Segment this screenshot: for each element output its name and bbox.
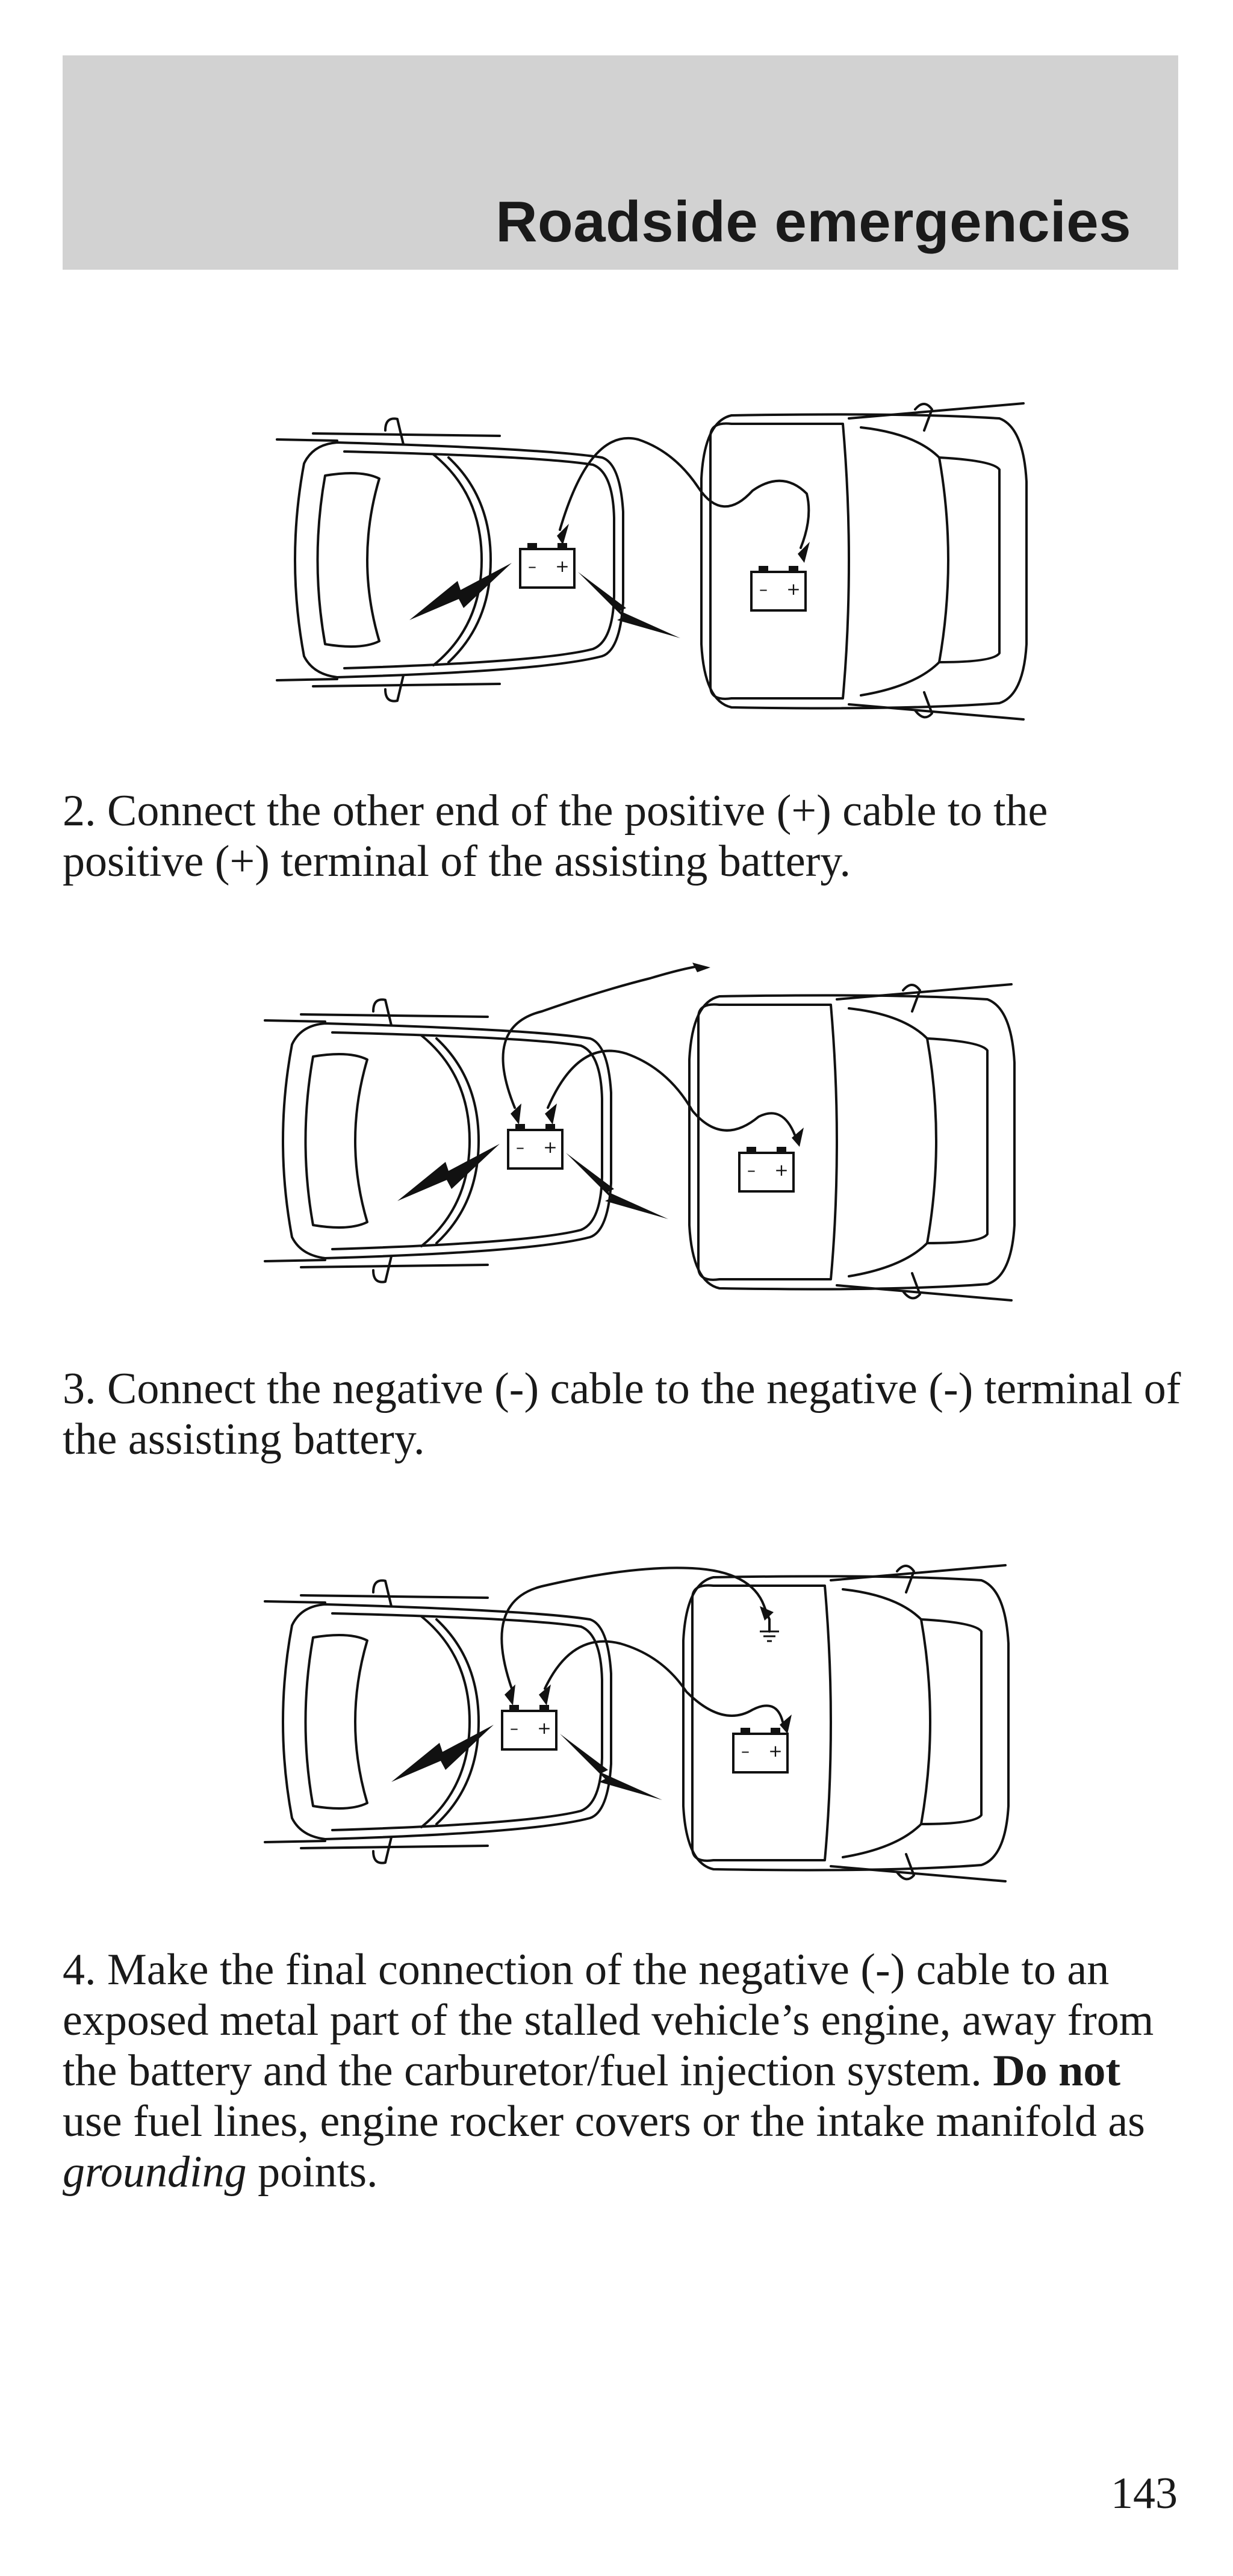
assisting-battery-icon: – +: [732, 1728, 789, 1774]
svg-text:+: +: [543, 1137, 557, 1157]
two-cars-jump-start-negative-cable-icon: – + – +: [264, 963, 1016, 1302]
lightning-bolt-icon: [409, 563, 512, 620]
page-number: 143: [1111, 2469, 1178, 2518]
svg-text:+: +: [537, 1718, 551, 1738]
cable-clamp-icon: [692, 963, 710, 972]
svg-text:+: +: [768, 1741, 782, 1761]
assisting-battery-icon: – +: [750, 566, 807, 612]
two-cars-jump-start-ground-connection-icon: – + – +: [264, 1564, 1010, 1882]
lightning-bolt-icon: [578, 572, 680, 638]
cable-clamp-icon: [760, 1606, 774, 1621]
step-4-warning-emphasis: Do not: [993, 2046, 1120, 2096]
assisting-car-icon: [688, 983, 1016, 1302]
step-2-text: 2. Connect the other end of the positive…: [63, 786, 1048, 886]
jumper-step-3-illustration: – + – +: [0, 954, 1233, 1327]
svg-text:–: –: [759, 579, 768, 599]
page-title: Roadside emergencies: [495, 190, 1131, 254]
two-cars-jump-start-positive-cable-icon: – + – +: [276, 402, 1028, 721]
stalled-car-icon: [276, 417, 624, 703]
assisting-battery-icon: – +: [738, 1147, 795, 1193]
svg-text:–: –: [747, 1160, 756, 1180]
stalled-battery-icon: – +: [507, 1124, 564, 1170]
stalled-battery-icon: – +: [501, 1705, 557, 1751]
step-4-text-part-2: use fuel lines, engine rocker covers or …: [63, 2097, 1145, 2146]
step-4-text: 4. Make the final connection of the nega…: [63, 1944, 1182, 2197]
step-4-text-part-1: 4. Make the final connection of the nega…: [63, 1945, 1154, 2096]
stalled-car-icon: [264, 998, 612, 1283]
svg-text:–: –: [516, 1137, 524, 1157]
jumper-step-4-illustration: – + – +: [0, 1535, 1233, 1908]
svg-text:+: +: [786, 579, 800, 599]
svg-text:–: –: [741, 1741, 750, 1761]
svg-text:–: –: [510, 1718, 518, 1738]
lightning-bolt-icon: [391, 1725, 494, 1782]
lightning-bolt-icon: [566, 1153, 668, 1219]
step-4-italic-term: grounding: [63, 2147, 247, 2197]
svg-text:+: +: [555, 556, 569, 576]
step-4-text-part-3: points.: [246, 2147, 378, 2197]
header-band: Roadside emergencies: [63, 55, 1178, 270]
jumper-step-2-illustration: – + – +: [0, 373, 1233, 746]
lightning-bolt-icon: [397, 1144, 500, 1201]
ground-symbol-icon: [760, 1630, 779, 1642]
step-3-text: 3. Connect the negative (-) cable to the…: [63, 1364, 1181, 1464]
svg-text:–: –: [528, 556, 536, 576]
svg-text:+: +: [774, 1160, 788, 1180]
assisting-car-icon: [682, 1564, 1010, 1882]
stalled-car-icon: [264, 1579, 612, 1864]
assisting-car-icon: [700, 402, 1028, 721]
stalled-battery-icon: – +: [519, 543, 576, 589]
